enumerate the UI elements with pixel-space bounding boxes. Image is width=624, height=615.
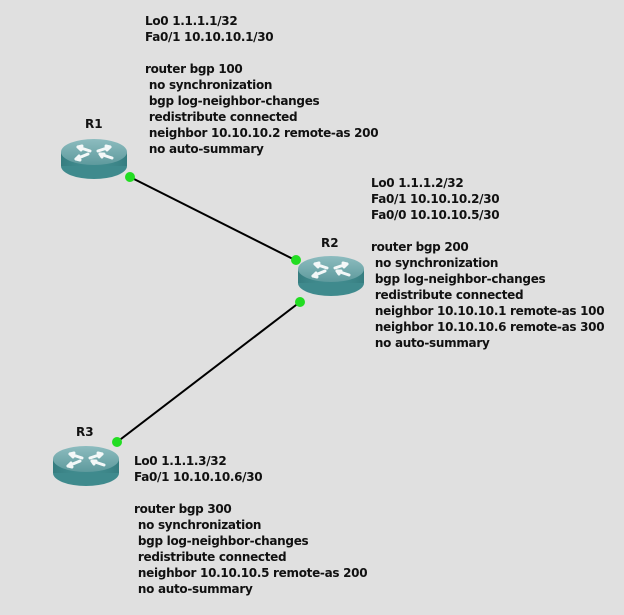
note-line: no auto-summary	[145, 142, 264, 156]
router-label-r1: R1	[85, 117, 103, 131]
note-line: neighbor 10.10.10.5 remote-as 200	[134, 566, 368, 580]
note-line: router bgp 100	[145, 62, 243, 76]
port-status-r1-r2	[125, 172, 135, 182]
note-line: Fa0/1 10.10.10.6/30	[134, 470, 263, 484]
note-line: Lo0 1.1.1.1/32	[145, 14, 238, 28]
router-r1[interactable]	[59, 137, 129, 181]
note-line: neighbor 10.10.10.2 remote-as 200	[145, 126, 379, 140]
note-line: no synchronization	[134, 518, 262, 532]
note-line: neighbor 10.10.10.1 remote-as 100	[371, 304, 605, 318]
note-line: Fa0/1 10.10.10.2/30	[371, 192, 500, 206]
note-line: neighbor 10.10.10.6 remote-as 300	[371, 320, 605, 334]
note-line: redistribute connected	[145, 110, 298, 124]
note-line: router bgp 200	[371, 240, 469, 254]
router-icon	[51, 444, 121, 488]
note-line: bgp log-neighbor-changes	[134, 534, 309, 548]
port-status-r2-r1	[291, 255, 301, 265]
note-line: no auto-summary	[134, 582, 253, 596]
router-r2[interactable]	[296, 254, 366, 298]
port-status-r3-r2	[112, 437, 122, 447]
note-line	[134, 485, 367, 501]
link-r2-r3[interactable]	[116, 301, 301, 443]
note-line: no synchronization	[145, 78, 273, 92]
note-line	[371, 223, 604, 239]
note-line	[145, 45, 378, 61]
note-line: no auto-summary	[371, 336, 490, 350]
note-line: bgp log-neighbor-changes	[371, 272, 546, 286]
note-line: Fa0/1 10.10.10.1/30	[145, 30, 274, 44]
note-line: Lo0 1.1.1.2/32	[371, 176, 464, 190]
link-r1-r2[interactable]	[129, 176, 296, 261]
note-line: Lo0 1.1.1.3/32	[134, 454, 227, 468]
port-status-r2-r3	[295, 297, 305, 307]
note-line: redistribute connected	[371, 288, 524, 302]
note-line: router bgp 300	[134, 502, 232, 516]
note-line: no synchronization	[371, 256, 499, 270]
router-r3[interactable]	[51, 444, 121, 488]
note-line: bgp log-neighbor-changes	[145, 94, 320, 108]
router-icon	[296, 254, 366, 298]
note-line: Fa0/0 10.10.10.5/30	[371, 208, 500, 222]
router-icon	[59, 137, 129, 181]
router-label-r2: R2	[321, 236, 339, 250]
note-line: redistribute connected	[134, 550, 287, 564]
router-label-r3: R3	[76, 425, 94, 439]
